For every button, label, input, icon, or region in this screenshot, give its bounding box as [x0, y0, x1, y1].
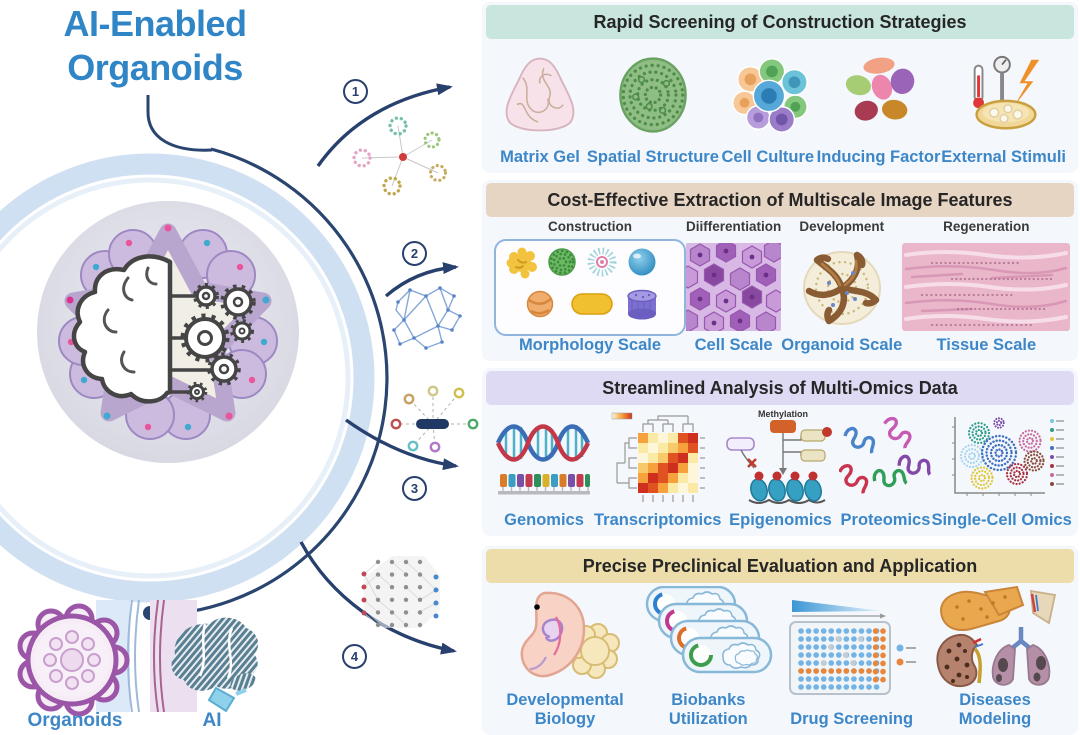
item-genomics: Genomics [494, 407, 594, 530]
branching-organoid-icon [802, 251, 881, 325]
methylation-diagram-icon: Methylation [726, 409, 833, 504]
item-spatial-structure: Spatial Structure [587, 41, 719, 167]
concentration-gradient-wedge [791, 599, 882, 612]
cell-mosaic-icon [686, 243, 782, 331]
item-matrix-gel: Matrix Gel [494, 41, 586, 167]
panel-construction-strategies: Rapid Screening of Construction Strategi… [482, 2, 1078, 173]
dish-4 [682, 636, 773, 674]
arrow-step-3 [345, 418, 459, 471]
morphology-box [494, 238, 686, 336]
panel-preclinical-evaluation: Precise Preclinical Evaluation and Appli… [482, 546, 1078, 735]
group-regeneration: Regeneration Tissue Scale [902, 219, 1071, 355]
heatmap-cells [637, 433, 698, 493]
step-1-badge: 1 [343, 79, 368, 104]
title-connector-line [146, 95, 213, 152]
blue-sphere-icon [628, 248, 656, 275]
dish-stimuli-icon [972, 55, 1039, 129]
cylinder-icon [627, 289, 657, 319]
matrix-gel-icon [505, 57, 575, 131]
bone-tissue-icon [1029, 589, 1057, 625]
step-2-badge: 2 [402, 241, 427, 266]
item-external-stimuli: External Stimuli [941, 41, 1066, 167]
sequence-bars [500, 474, 590, 487]
ai-label: AI [202, 710, 222, 731]
dna-helix-icon [495, 424, 591, 495]
panel-3-header: Streamlined Analysis of Multi-Omics Data [486, 371, 1074, 405]
liver-icon [939, 585, 1025, 631]
brainstem-arrow [207, 686, 236, 713]
organoids-label: Organoids [27, 710, 123, 731]
embryo-icon [520, 591, 620, 679]
protein-ribbons-icon [839, 414, 932, 498]
brain-gears-icon [71, 254, 256, 404]
factor-blobs-icon [845, 57, 914, 121]
item-developmental-biology: Developmental Biology [494, 585, 636, 729]
panel-multiscale-features: Cost-Effective Extraction of Multiscale … [482, 180, 1078, 361]
organoid-flower-icon [17, 603, 130, 717]
cell-cluster-icon [731, 57, 808, 133]
tissue-section-icon [902, 243, 1071, 331]
dendrogram-top [642, 415, 694, 432]
scatter-clusters [959, 417, 1045, 490]
step-3-badge: 3 [402, 476, 427, 501]
group-differentiation: Diifferentiation [686, 219, 781, 355]
morphology-shapes-icon [506, 247, 657, 319]
item-inducing-factor: Inducing Factor [817, 41, 940, 167]
item-epigenomics: Methylation [721, 407, 839, 530]
panel-multi-omics: Streamlined Analysis of Multi-Omics Data [482, 368, 1078, 536]
nucleosomes [748, 471, 826, 504]
clustered-heatmap-icon [611, 412, 705, 502]
item-transcriptomics: Transcriptomics [594, 407, 721, 530]
microwell-plate-icon [788, 599, 916, 695]
figure-title: AI-Enabled Organoids [63, 3, 247, 88]
item-cell-culture: Cell Culture [720, 41, 816, 167]
neural-network-grid-icon [361, 556, 440, 628]
panel-2-header: Cost-Effective Extraction of Multiscale … [486, 183, 1074, 217]
legend-art [17, 599, 259, 717]
heatmap-colorbar [611, 412, 632, 420]
tsne-scatter-icon [951, 417, 1064, 496]
porous-sphere-icon [619, 56, 687, 133]
stacked-dishes-icon [646, 586, 773, 674]
ai-circuit-brain-icon [171, 617, 259, 713]
group-construction: Construction [494, 219, 686, 355]
step-4-badge: 4 [342, 644, 367, 669]
clustered-network-icon [352, 116, 448, 196]
arrow-step-2 [384, 262, 459, 298]
mesh-network-icon [392, 286, 462, 350]
arrow-step-1 [316, 83, 453, 167]
step-arrows [299, 83, 459, 655]
pill-shape-icon [571, 292, 613, 315]
wells-orange [797, 627, 886, 690]
lungs-icon [991, 627, 1051, 686]
plate-legend [896, 644, 916, 665]
item-biobanks: Biobanks Utilization [637, 585, 779, 729]
item-diseases-modeling: Diseases Modeling [924, 585, 1066, 729]
item-proteomics: Proteomics [839, 407, 932, 530]
item-drug-screening: Drug Screening [781, 585, 923, 729]
methylation-annotation: Methylation [758, 409, 808, 419]
group-development: Development [781, 219, 903, 354]
kidney-icon [936, 633, 984, 687]
pressure-gauge-icon [992, 55, 1011, 101]
scatter-legend [1049, 419, 1064, 486]
hub-network-icon [390, 385, 479, 453]
organs-icon [936, 585, 1057, 687]
panel-4-header: Precise Preclinical Evaluation and Appli… [486, 549, 1074, 583]
dendrogram-left [616, 437, 637, 489]
spiky-organoid-icon [587, 247, 617, 276]
lightning-icon [1013, 59, 1039, 107]
item-single-cell-omics: Single-Cell Omics [931, 407, 1072, 530]
wells-gray [820, 635, 864, 666]
panel-1-header: Rapid Screening of Construction Strategi… [486, 5, 1074, 39]
